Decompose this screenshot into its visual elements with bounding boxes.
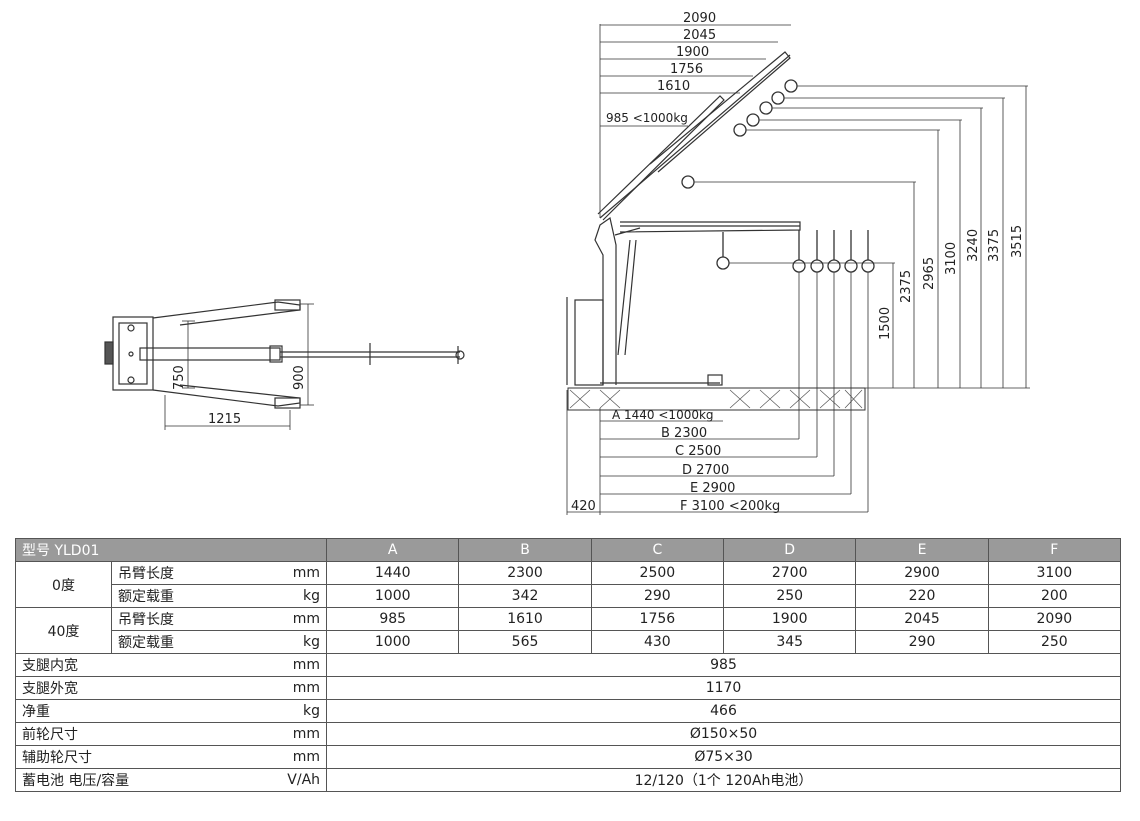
- row-label: 前轮尺寸: [15, 722, 242, 746]
- height-2375: 2375: [899, 270, 914, 303]
- unit: mm: [241, 653, 328, 677]
- table-row: 额定载重 kg 1000 565 430 345 290 250: [16, 630, 1122, 654]
- cell: 1440: [326, 561, 460, 585]
- cell: 345: [723, 630, 857, 654]
- dim-length: 1215: [208, 412, 241, 427]
- unit: mm: [241, 745, 328, 769]
- height-3375: 3375: [987, 229, 1002, 262]
- col-c: C: [590, 538, 725, 562]
- table-header-row: 型号 YLD01 A B C D E F: [14, 538, 1122, 562]
- cell: 290: [855, 630, 989, 654]
- table-row: 0度 吊臂长度 mm 1440 2300 2500 2700 2900 3100: [15, 561, 1122, 608]
- side-view-drawing: 2090 2045 1900 1756 1610 985 <1000kg 150…: [566, 11, 1030, 515]
- cell: 2500: [590, 561, 725, 585]
- height-2965: 2965: [922, 257, 937, 290]
- cell: 220: [855, 584, 989, 608]
- reach-f: F 3100 <200kg: [680, 499, 780, 514]
- row-value: Ø75×30: [326, 745, 1121, 769]
- cell: 1610: [458, 607, 592, 631]
- boom40-min: 985 <1000kg: [606, 111, 688, 125]
- unit: mm: [241, 676, 328, 700]
- boom40-len-4: 1756: [670, 62, 703, 77]
- cell: 3100: [987, 561, 1122, 585]
- spec-table: 型号 YLD01 A B C D E F 0度 吊臂长度 mm 1440 230…: [14, 538, 1122, 792]
- col-f: F: [987, 538, 1122, 562]
- boom40-len-2: 2045: [683, 28, 716, 43]
- base-offset: 420: [571, 499, 596, 514]
- cell: 430: [590, 630, 725, 654]
- col-e: E: [855, 538, 989, 562]
- boom40-len-3: 1900: [676, 45, 709, 60]
- table-row: 前轮尺寸 mm Ø150×50: [15, 722, 1121, 746]
- reach-b: B 2300: [661, 426, 707, 441]
- boom40-len-5: 1610: [657, 79, 690, 94]
- rated-load-label: 额定载重: [111, 584, 242, 608]
- top-view-drawing: 750 900 1215: [104, 299, 465, 430]
- table-row: 额定载重 kg 1000 342 290 250 220 200: [16, 584, 1122, 608]
- table-row: 支腿内宽 mm 985: [15, 653, 1121, 677]
- model-label: 型号 YLD01: [14, 538, 328, 562]
- cell: 2700: [723, 561, 857, 585]
- cell: 2900: [855, 561, 989, 585]
- height-3515: 3515: [1010, 225, 1025, 258]
- unit: kg: [241, 630, 328, 654]
- cell: 2090: [987, 607, 1122, 631]
- boom-length-label: 吊臂长度: [111, 607, 242, 631]
- unit: V/Ah: [241, 768, 328, 792]
- unit: mm: [241, 722, 328, 746]
- table-row: 净重 kg 466: [15, 699, 1121, 723]
- cell: 250: [723, 584, 857, 608]
- row-value: 466: [326, 699, 1121, 723]
- reach-d: D 2700: [682, 463, 729, 478]
- cell: 1756: [590, 607, 725, 631]
- cell: 200: [987, 584, 1122, 608]
- height-3100: 3100: [944, 242, 959, 275]
- boom-length-label: 吊臂长度: [111, 561, 242, 585]
- reach-c: C 2500: [675, 444, 721, 459]
- table-row: 蓄电池 电压/容量 V/Ah 12/120（1个 120Ah电池）: [15, 768, 1121, 792]
- unit: mm: [241, 607, 328, 631]
- dim-inner-width: 750: [172, 365, 187, 390]
- table-row: 支腿外宽 mm 1170: [15, 676, 1121, 700]
- cell: 985: [326, 607, 460, 631]
- cell: 2045: [855, 607, 989, 631]
- table-row: 辅助轮尺寸 mm Ø75×30: [15, 745, 1121, 769]
- row-value: Ø150×50: [326, 722, 1121, 746]
- cell: 565: [458, 630, 592, 654]
- row-label: 辅助轮尺寸: [15, 745, 242, 769]
- rated-load-label: 额定载重: [111, 630, 242, 654]
- unit: kg: [241, 699, 328, 723]
- cell: 250: [987, 630, 1122, 654]
- cell: 342: [458, 584, 592, 608]
- angle-40-label: 40度: [15, 607, 112, 654]
- unit: mm: [241, 561, 328, 585]
- col-d: D: [723, 538, 857, 562]
- angle-0-label: 0度: [15, 561, 112, 608]
- row-value: 985: [326, 653, 1121, 677]
- height-3240: 3240: [966, 229, 981, 262]
- unit: kg: [241, 584, 328, 608]
- col-b: B: [458, 538, 592, 562]
- row-value: 12/120（1个 120Ah电池）: [326, 768, 1121, 792]
- col-a: A: [326, 538, 460, 562]
- cell: 2300: [458, 561, 592, 585]
- row-label: 支腿外宽: [15, 676, 242, 700]
- row-value: 1170: [326, 676, 1121, 700]
- reach-a: A 1440 <1000kg: [612, 408, 714, 422]
- boom40-len-1: 2090: [683, 11, 716, 26]
- row-label: 净重: [15, 699, 242, 723]
- dim-outer-width: 900: [292, 365, 307, 390]
- table-row: 40度 吊臂长度 mm 985 1610 1756 1900 2045 2090: [15, 607, 1122, 654]
- cell: 1900: [723, 607, 857, 631]
- cell: 290: [590, 584, 725, 608]
- height-1500: 1500: [878, 307, 893, 340]
- cell: 1000: [326, 584, 460, 608]
- reach-e: E 2900: [690, 481, 735, 496]
- row-label: 支腿内宽: [15, 653, 242, 677]
- cell: 1000: [326, 630, 460, 654]
- row-label: 蓄电池 电压/容量: [15, 768, 242, 792]
